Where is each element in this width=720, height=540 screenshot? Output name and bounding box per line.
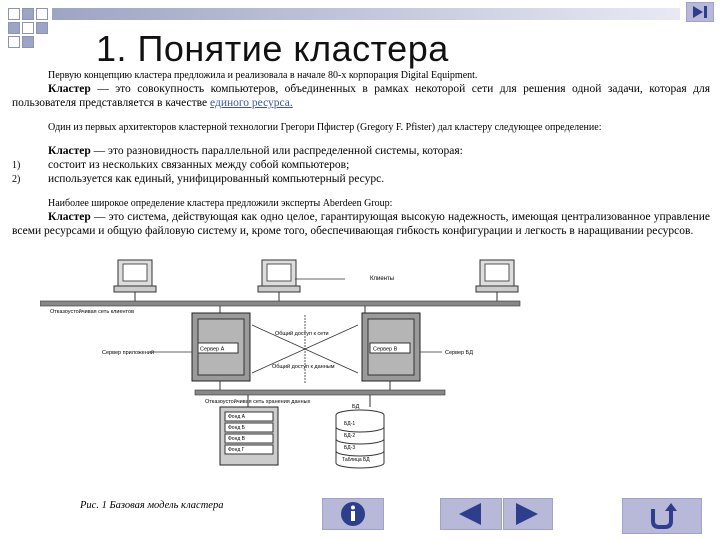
db-item-label: БД-1: [344, 421, 355, 427]
definition-text: — это разновидность параллельной или рас…: [90, 145, 463, 157]
return-icon: [651, 503, 677, 529]
disk-label: Фонд А: [228, 414, 246, 420]
info-button[interactable]: [322, 498, 384, 530]
network-access-label: Общий доступ к сети: [275, 330, 329, 337]
prev-button[interactable]: [440, 498, 502, 530]
list-item: 1) состоит из нескольких связанных между …: [12, 158, 712, 172]
disk-array-icon: [219, 406, 279, 466]
app-server-label: Сервер приложений: [102, 349, 154, 356]
decor-square: [8, 22, 20, 34]
next-button[interactable]: [503, 498, 553, 530]
definition-3: Кластер — это система, действующая как о…: [12, 210, 710, 238]
decor-square: [36, 8, 48, 20]
decor-square: [8, 8, 20, 20]
skip-end-icon: [693, 6, 707, 18]
decor-square: [8, 36, 20, 48]
top-decor-bar: [52, 8, 680, 20]
data-access-label: Общий доступ к данным: [272, 363, 335, 370]
definition-1: Кластер — это совокупность компьютеров, …: [12, 82, 710, 110]
info-icon: [341, 502, 365, 526]
decor-square: [36, 22, 48, 34]
skip-end-button[interactable]: [686, 2, 714, 22]
client-monitor-icon: [113, 259, 157, 293]
aberdeen-intro: Наиболее широкое определение кластера пр…: [48, 198, 393, 209]
list-text: состоит из нескольких связанных между со…: [48, 159, 350, 171]
cluster-diagram: Клиенты Отказоустойчивая сеть клиентов С…: [40, 259, 521, 469]
list-item: 2) используется как единый, унифицированн…: [12, 172, 712, 186]
server-b-icon: [361, 312, 421, 382]
intro-text: Первую концепцию кластера предложила и р…: [48, 70, 478, 81]
disk-label: Фонд В: [228, 436, 246, 442]
server-b-label: Сервер В: [373, 347, 398, 353]
definition-text: — это система, действующая как одно цело…: [12, 211, 710, 237]
db-item-label: БД-2: [344, 433, 355, 439]
server-a-icon: [191, 312, 251, 382]
client-network-label: Отказоустойчивая сеть клиентов: [50, 308, 134, 315]
client-monitor-icon: [475, 259, 519, 293]
definition-text: — это совокупность компьютеров, объедине…: [12, 83, 710, 109]
term: Кластер: [48, 83, 91, 95]
term: Кластер: [48, 211, 91, 223]
return-button[interactable]: [622, 498, 702, 534]
client-label: Клиенты: [370, 276, 394, 282]
arrow-right-icon: [516, 503, 538, 525]
page-title: 1. Понятие кластера: [96, 28, 449, 69]
disk-label: Фонд Г: [228, 447, 245, 453]
pfister-text: Один из первых архитекторов кластерной т…: [48, 122, 602, 133]
list-text: используется как единый, унифицированный…: [48, 173, 385, 185]
client-monitor-icon: [257, 259, 301, 293]
list-number: 1): [12, 160, 21, 171]
definition-link[interactable]: единого ресурса.: [210, 97, 293, 109]
disk-label: Фонд Б: [228, 425, 246, 431]
decor-square: [22, 8, 34, 20]
db-item-label: Таблица БД: [342, 457, 370, 463]
db-item-label: БД-3: [344, 445, 355, 451]
db-header-label: БД: [352, 404, 360, 410]
server-a-label: Сервер А: [200, 347, 225, 353]
term: Кластер: [48, 145, 91, 157]
pfister-intro: Один из первых архитекторов кластерной т…: [12, 122, 710, 134]
decor-square: [22, 36, 34, 48]
storage-network-label: Отказоустойчивая сеть хранения данных: [205, 398, 311, 405]
decor-square: [22, 22, 34, 34]
arrow-left-icon: [459, 503, 481, 525]
db-server-label: Сервер БД: [445, 350, 473, 356]
database-icon: [335, 409, 385, 469]
definition-2: Кластер — это разновидность параллельной…: [48, 144, 708, 158]
figure-caption: Рис. 1 Базовая модель кластера: [80, 500, 224, 511]
list-number: 2): [12, 174, 21, 185]
